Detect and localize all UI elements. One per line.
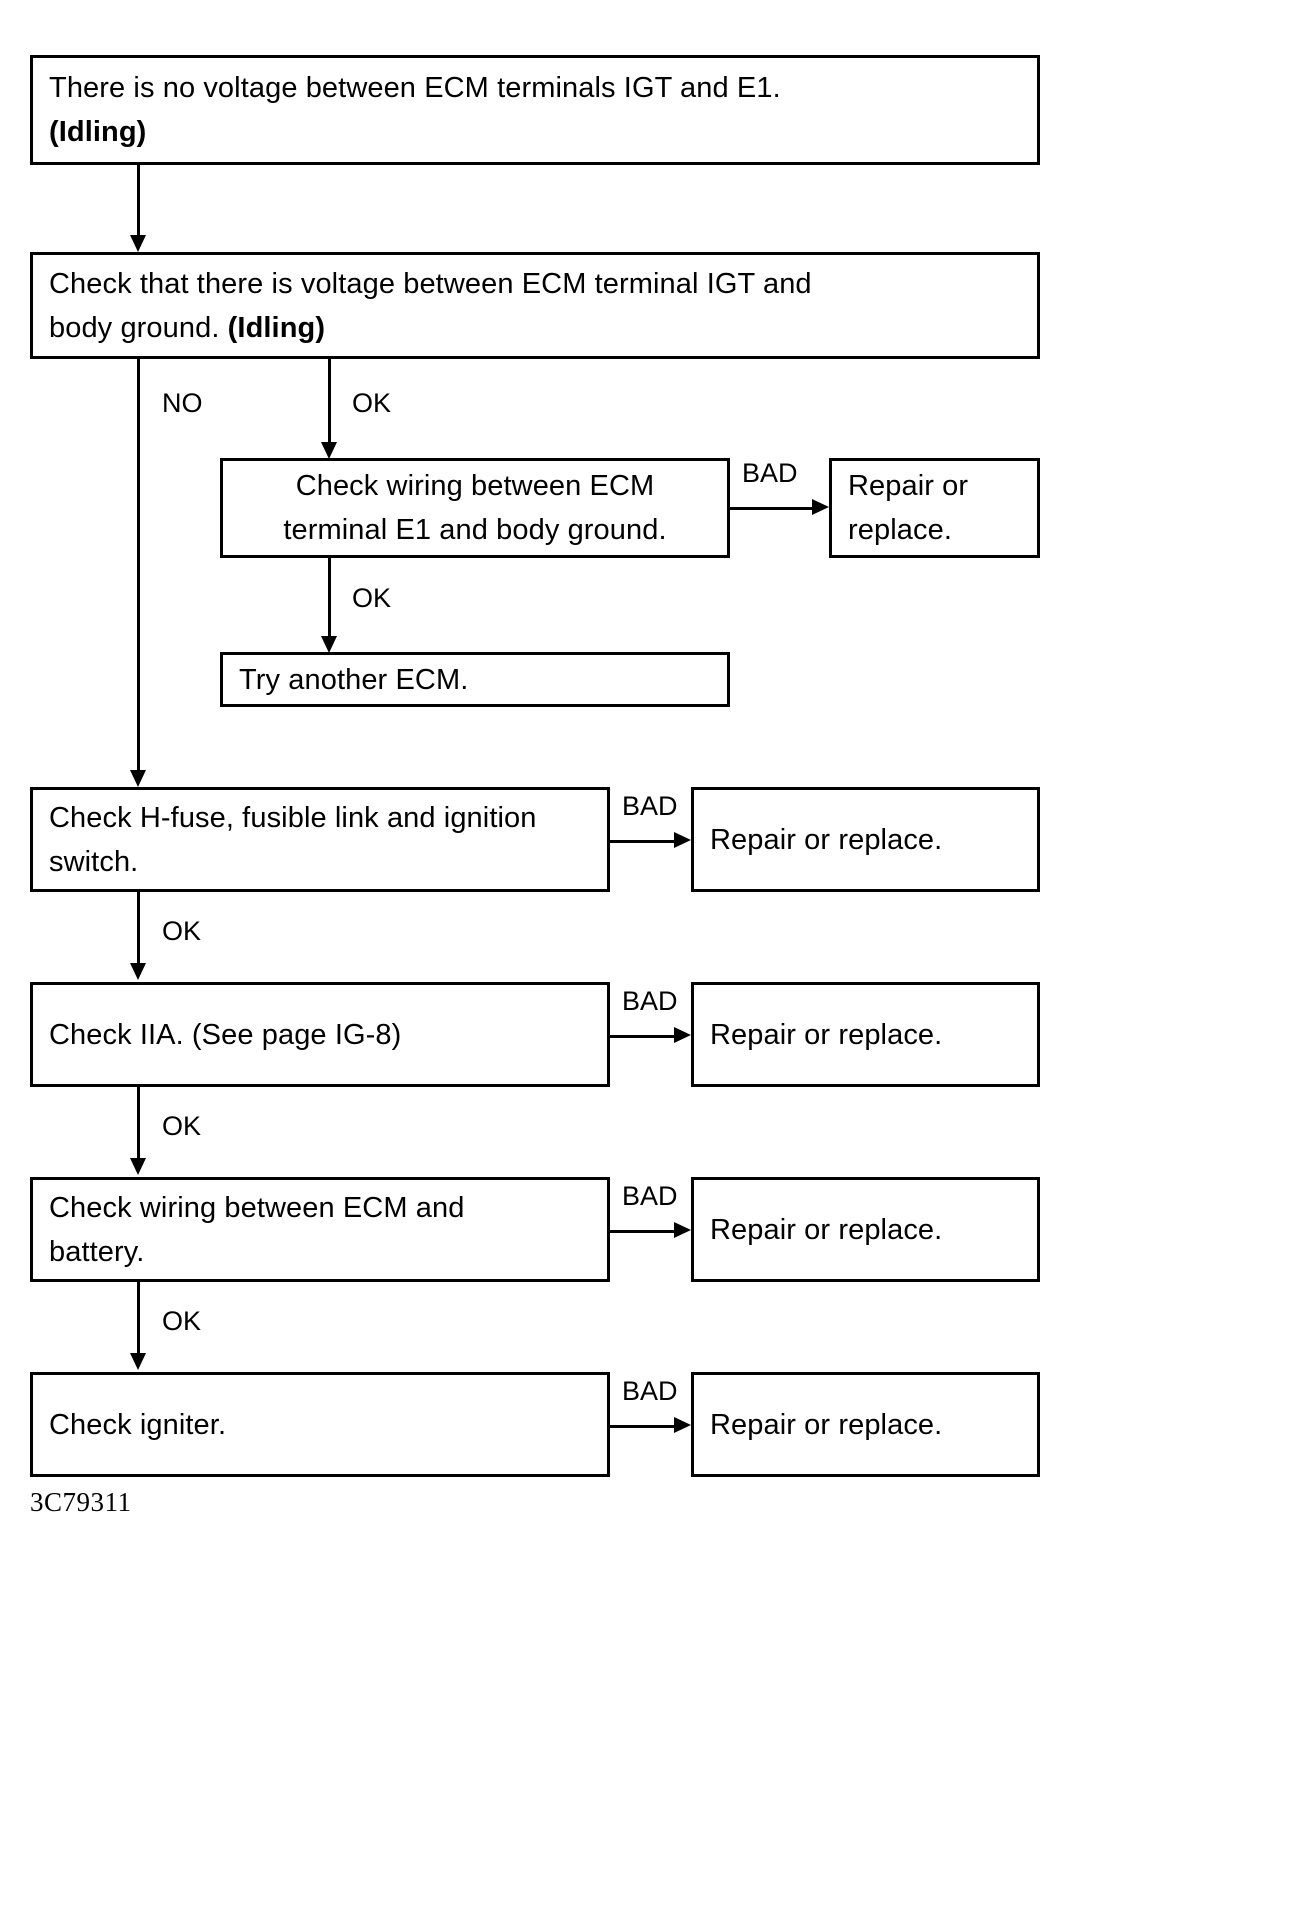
connector-ok2: [328, 558, 331, 643]
arrowhead-bad1: [812, 499, 829, 515]
node-repair-or-replace-hfuse: Repair or replace.: [691, 787, 1040, 892]
node-repair-e1-line1: Repair or: [848, 470, 969, 502]
node-repair-or-replace-e1: Repair or replace.: [829, 458, 1040, 558]
edge-label-bad1: BAD: [742, 458, 798, 488]
node-try-ecm-line1: Try another ECM.: [239, 663, 469, 696]
node-start-statement: There is no voltage between ECM terminal…: [30, 55, 1040, 165]
edge-label-bad3: BAD: [622, 986, 678, 1016]
node-check-igt-line1: Check that there is voltage between ECM …: [49, 267, 812, 300]
connector-no-branch: [137, 359, 140, 774]
arrowhead-no-branch: [130, 770, 146, 787]
node-repair-or-replace-igniter: Repair or replace.: [691, 1372, 1040, 1477]
node-check-batt-line1: Check wiring between ECM and: [49, 1191, 465, 1224]
arrowhead-ok4: [130, 1158, 146, 1175]
connector-ok4: [137, 1087, 140, 1165]
node-check-iia: Check IIA. (See page IG-8): [30, 982, 610, 1087]
node-start-line2: (Idling): [49, 116, 147, 148]
node-check-igt-line2: body ground. (Idling): [49, 311, 326, 344]
edge-label-bad5: BAD: [622, 1376, 678, 1406]
node-check-iia-line1: Check IIA. (See page IG-8): [49, 1018, 402, 1051]
connector-ok3: [137, 892, 140, 970]
figure-code: 3C79311: [30, 1487, 132, 1517]
node-check-hfuse-line2: switch.: [49, 845, 139, 878]
node-check-e1-line1: Check wiring between ECM: [295, 470, 655, 502]
node-check-batt-line2: battery.: [49, 1235, 145, 1268]
edge-label-no: NO: [162, 388, 203, 418]
connector-bad4: [610, 1230, 676, 1233]
node-check-h-fuse: Check H-fuse, fusible link and ignition …: [30, 787, 610, 892]
node-check-e1-line2: terminal E1 and body ground.: [283, 514, 667, 546]
arrowhead-bad4: [674, 1222, 691, 1238]
arrowhead-ok1: [321, 442, 337, 459]
edge-label-bad4: BAD: [622, 1181, 678, 1211]
edge-label-bad2: BAD: [622, 791, 678, 821]
node-check-igniter: Check igniter.: [30, 1372, 610, 1477]
node-repair-e1-line2: replace.: [848, 514, 952, 546]
node-check-hfuse-line1: Check H-fuse, fusible link and ignition: [49, 801, 537, 834]
connector-ok1: [328, 359, 331, 449]
connector-bad5: [610, 1425, 676, 1428]
node-repair-or-replace-iia: Repair or replace.: [691, 982, 1040, 1087]
edge-label-ok1: OK: [352, 388, 392, 418]
edge-label-ok4: OK: [162, 1111, 202, 1141]
edge-label-ok3: OK: [162, 916, 202, 946]
arrowhead-ok2: [321, 636, 337, 653]
arrowhead-bad3: [674, 1027, 691, 1043]
edge-label-ok5: OK: [162, 1306, 202, 1336]
node-repair-hfuse-line1: Repair or replace.: [710, 823, 943, 856]
connector-bad1: [730, 507, 814, 510]
node-check-wiring-e1: Check wiring between ECM terminal E1 and…: [220, 458, 730, 558]
connector-start-to-checkigt: [137, 165, 140, 240]
node-repair-batt-line1: Repair or replace.: [710, 1213, 943, 1246]
node-try-another-ecm: Try another ECM.: [220, 652, 730, 707]
node-repair-igniter-line1: Repair or replace.: [710, 1408, 943, 1441]
arrowhead-start-to-checkigt: [130, 235, 146, 252]
connector-bad3: [610, 1035, 676, 1038]
node-repair-iia-line1: Repair or replace.: [710, 1018, 943, 1051]
connector-ok5: [137, 1282, 140, 1360]
arrowhead-bad2: [674, 832, 691, 848]
arrowhead-bad5: [674, 1417, 691, 1433]
node-start-line1: There is no voltage between ECM terminal…: [49, 72, 781, 104]
arrowhead-ok3: [130, 963, 146, 980]
node-check-igniter-line1: Check igniter.: [49, 1408, 227, 1441]
arrowhead-ok5: [130, 1353, 146, 1370]
edge-label-ok2: OK: [352, 583, 392, 613]
connector-bad2: [610, 840, 676, 843]
node-check-igt-body-ground: Check that there is voltage between ECM …: [30, 252, 1040, 359]
node-repair-or-replace-battery: Repair or replace.: [691, 1177, 1040, 1282]
node-check-wiring-ecm-battery: Check wiring between ECM and battery.: [30, 1177, 610, 1282]
